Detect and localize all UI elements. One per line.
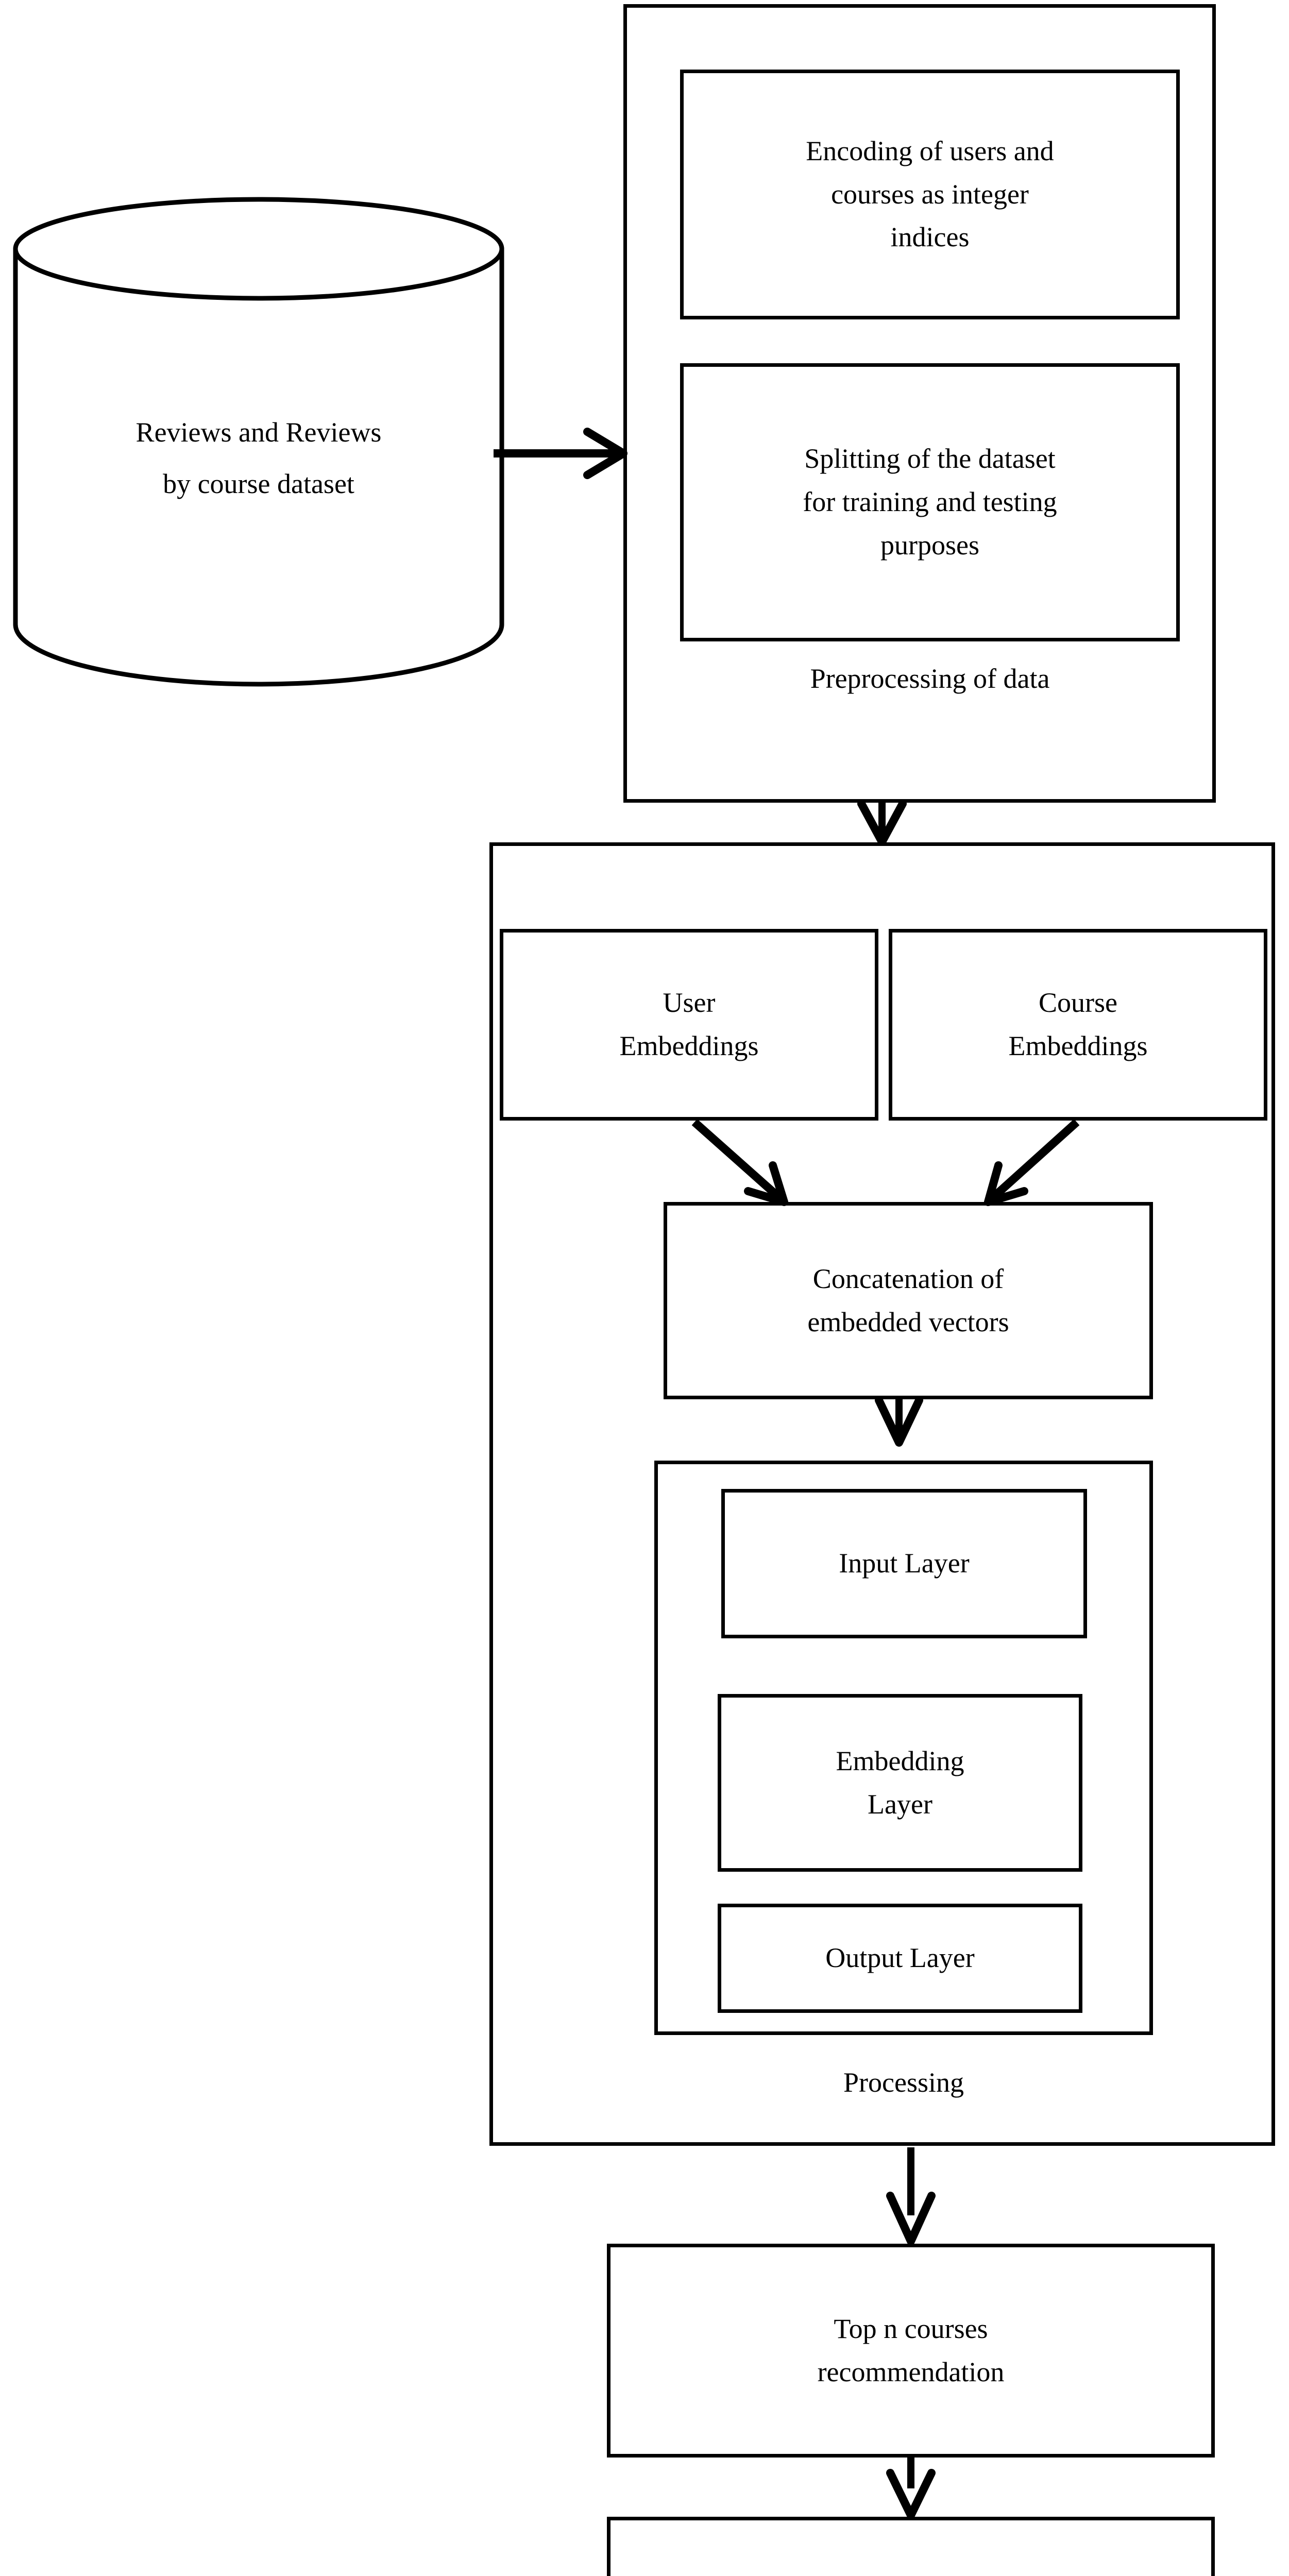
user-embeddings-box[interactable]: User Embeddings [500, 929, 878, 1121]
network-layer-embedding-label: Embedding Layer [836, 1745, 964, 1820]
network-layer-embedding[interactable]: Embedding Layer [718, 1694, 1082, 1872]
network-layer-output[interactable]: Output Layer [718, 1904, 1082, 2013]
network-layer-input[interactable]: Input Layer [721, 1489, 1087, 1638]
neural-network-container [654, 1461, 1153, 2035]
preprocessing-step-splitting[interactable]: Splitting of the dataset for training an… [680, 363, 1180, 641]
processing-container [489, 842, 1275, 2146]
arrow-top-n-to-metrics [886, 2458, 936, 2519]
course-embeddings-box[interactable]: Course Embeddings [889, 929, 1267, 1121]
network-layer-input-label: Input Layer [839, 1548, 970, 1579]
preprocessing-step-encoding[interactable]: Encoding of users and courses as integer… [680, 70, 1180, 319]
preprocessing-container [623, 4, 1216, 803]
preprocessing-step-encoding-label: Encoding of users and courses as integer… [806, 135, 1054, 253]
arrow-processing-to-top-n [886, 2147, 936, 2245]
concatenation-box[interactable]: Concatenation of embedded vectors [664, 1202, 1153, 1399]
concatenation-label: Concatenation of embedded vectors [807, 1263, 1009, 1337]
arrow-preprocessing-to-processing [857, 800, 907, 846]
network-layer-output-label: Output Layer [825, 1942, 975, 1974]
processing-caption: Processing [843, 2067, 964, 2098]
arrow-datastore-to-preprocessing [494, 428, 627, 479]
top-n-courses-label: Top n courses recommendation [817, 2313, 1005, 2387]
user-embeddings-label: User Embeddings [619, 987, 759, 1061]
metrics-computation-box[interactable]: MAE, HR and ARHR computation [607, 2517, 1215, 2576]
preprocessing-step-splitting-label: Splitting of the dataset for training an… [803, 443, 1057, 561]
datastore-label: Reviews and Reviews by course dataset [135, 417, 382, 499]
course-embeddings-label: Course Embeddings [1008, 987, 1148, 1061]
metrics-computation-label: MAE, HR and ARHR computation [610, 2520, 1211, 2576]
preprocessing-caption: Preprocessing of data [810, 663, 1050, 694]
top-n-courses-box[interactable]: Top n courses recommendation [607, 2244, 1215, 2458]
